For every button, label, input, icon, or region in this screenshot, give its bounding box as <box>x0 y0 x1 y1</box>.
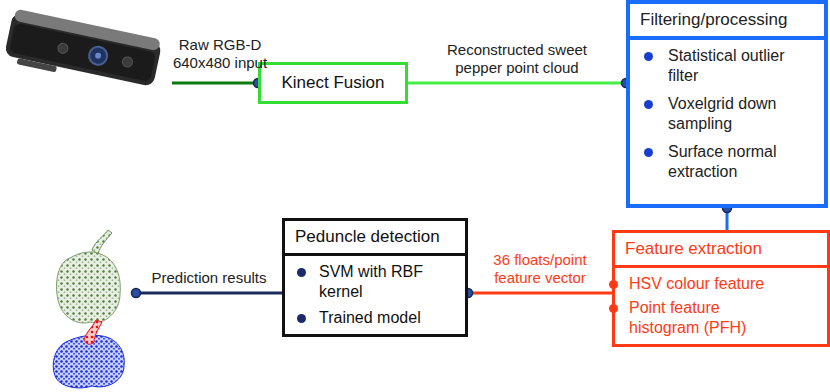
pepper-point-cloud <box>57 230 121 323</box>
stage-box: Filtering/processingStatistical outlier … <box>626 0 828 208</box>
bullet-list: HSV colour featurePoint feature histogra… <box>615 268 827 344</box>
connector <box>408 82 626 85</box>
stage-box: Feature extractionHSV colour featurePoin… <box>612 230 830 347</box>
stage-box: Peduncle detectionSVM with RBF kernelTra… <box>282 218 468 337</box>
bullet-dot <box>297 314 306 323</box>
bullet-text: Point feature histogram (PFH) <box>629 299 746 336</box>
bullet-text: SVM with RBF kernel <box>319 263 423 300</box>
edge-label: Reconstructed sweet pepper point cloud <box>442 41 592 77</box>
output-line <box>136 292 282 295</box>
bullet-dot <box>609 280 618 289</box>
bullet-row: Trained model <box>285 308 465 328</box>
bullet-dot <box>609 304 618 313</box>
edge-label: 36 floats/point feature vector <box>478 251 602 287</box>
rgbd-camera <box>3 8 163 92</box>
bullet-list: Statistical outlier filterVoxelgrid down… <box>630 40 824 188</box>
process-box: Kinect Fusion <box>258 62 408 104</box>
bullet-dot <box>297 268 306 277</box>
bullet-list: SVM with RBF kernelTrained model <box>285 256 465 334</box>
bullet-text: Trained model <box>319 309 421 326</box>
bullet-text: Voxelgrid down sampling <box>668 95 777 132</box>
bullet-row: Statistical outlier filter <box>630 46 824 86</box>
junction-dot <box>132 289 141 298</box>
bullet-row: Voxelgrid down sampling <box>630 94 824 134</box>
pepper-prediction <box>53 320 124 388</box>
box-heading: Filtering/processing <box>630 4 824 40</box>
box-heading: Feature extraction <box>615 233 827 268</box>
bullet-row: HSV colour feature <box>615 274 827 294</box>
box-heading: Peduncle detection <box>285 221 465 256</box>
bullet-text: HSV colour feature <box>629 275 764 292</box>
bullet-dot <box>644 148 653 157</box>
bullet-text: Surface normal extraction <box>668 143 777 180</box>
bullet-dot <box>644 100 653 109</box>
box-label: Kinect Fusion <box>272 69 395 97</box>
bullet-text: Statistical outlier filter <box>668 47 785 84</box>
annotation-label: Raw RGB-D 640x480 input <box>168 36 272 72</box>
bullet-dot <box>644 52 653 61</box>
input-line <box>172 82 256 85</box>
bullet-row: Point feature histogram (PFH) <box>615 298 827 338</box>
bullet-row: Surface normal extraction <box>630 142 824 182</box>
bullet-row: SVM with RBF kernel <box>285 262 465 302</box>
annotation-label: Prediction results <box>139 269 279 287</box>
connector <box>468 292 612 295</box>
